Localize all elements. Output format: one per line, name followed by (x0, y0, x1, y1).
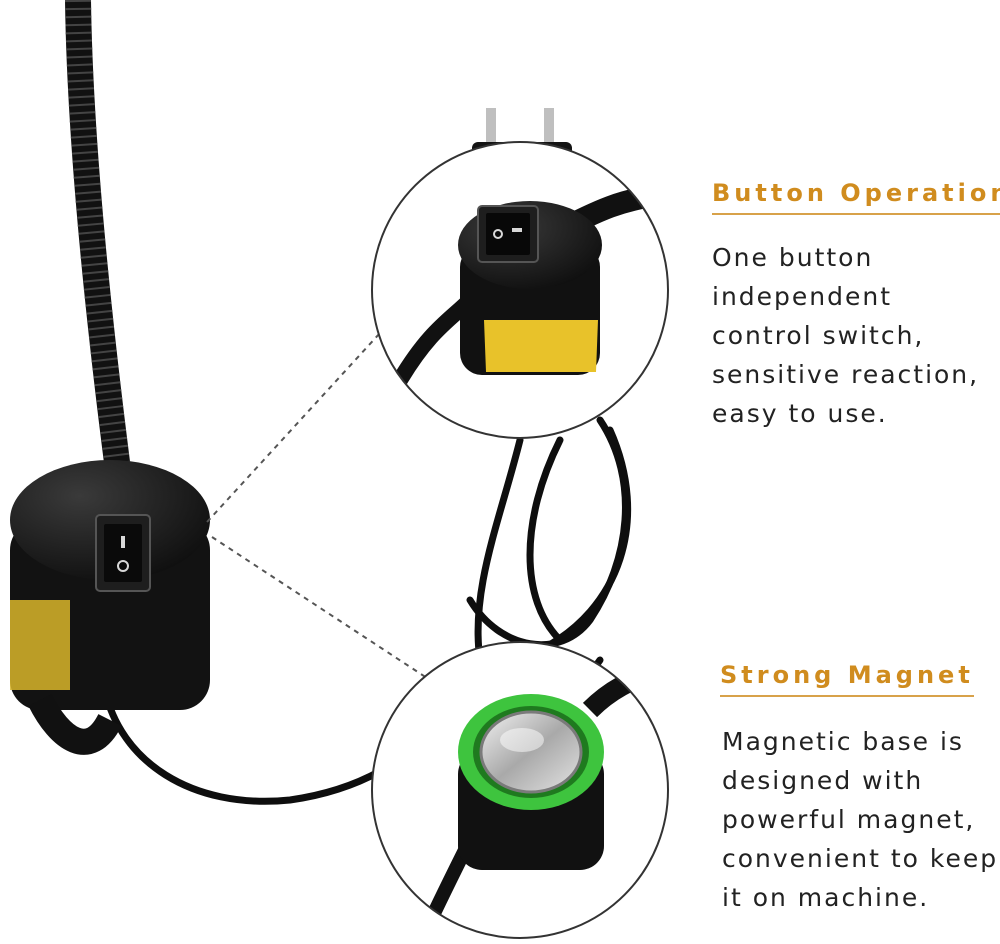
button-closeup (371, 141, 669, 439)
switch-housing (10, 460, 210, 755)
strong-magnet-description: Magnetic base is designed with powerful … (722, 727, 999, 912)
button-operation-description: One button independent control switch, s… (712, 243, 980, 428)
strong-magnet-title: Strong Magnet (720, 661, 974, 697)
magnet-closeup (371, 641, 669, 939)
button-operation-title: Button Operation (712, 179, 1000, 215)
gooseneck-arm (65, 0, 131, 472)
callout-lines (206, 332, 431, 681)
